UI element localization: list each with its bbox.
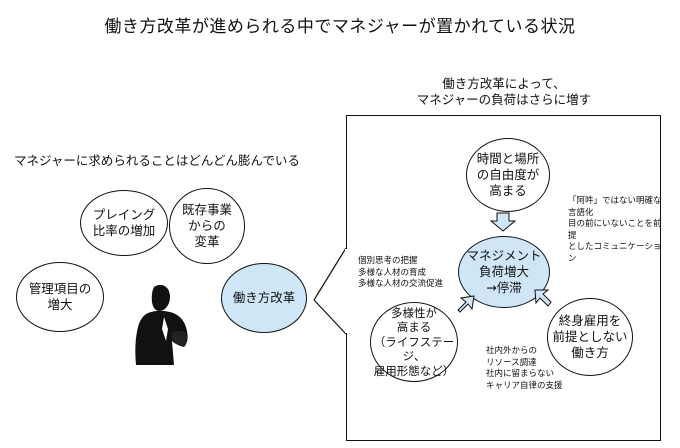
diversity-label: 多様性が 高まる （ライフステージ、 雇用形態など）: [373, 305, 455, 378]
businessman-silhouette-icon: [135, 284, 188, 365]
arrow-upright-icon: [457, 295, 475, 313]
playing-ratio-label: プレイング 比率の増加: [92, 207, 156, 238]
playing-ratio-circle: プレイング 比率の増加: [80, 190, 168, 256]
diversity-note: 個別思考の把握 多様な人材の育成 多様な人材の交流促進: [358, 256, 444, 289]
time-place-circle: 時間と場所 の自由度が 高まる: [466, 138, 550, 212]
time-place-label: 時間と場所 の自由度が 高まる: [476, 151, 540, 198]
workstyle-reform-label: 働き方改革: [232, 290, 296, 305]
page-title: 働き方改革が進められる中でマネジャーが置かれている状況: [104, 17, 576, 37]
management-items-circle: 管理項目の 増大: [16, 262, 104, 332]
management-items-label: 管理項目の 増大: [28, 281, 92, 312]
workstyle-reform-circle: 働き方改革: [221, 263, 307, 333]
management-load-label: マネジメント 負荷増大 →停滞: [466, 248, 542, 295]
existing-business-label: 既存事業 からの 変革: [181, 202, 232, 249]
lifetime-employment-note: 社内外からの リソース調達 社内に留まらない キャリア自律の支援: [486, 346, 563, 391]
existing-business-circle: 既存事業 からの 変革: [169, 188, 245, 264]
time-place-note: 「阿吽」ではない明確な 言語化 目の前にいないことを前提 としたコミュニケーショ…: [568, 196, 662, 264]
arrow-upleft-icon: [534, 289, 552, 307]
right-heading: 働き方改革によって、 マネジャーの負荷はさらに増す: [416, 76, 592, 107]
diversity-circle: 多様性が 高まる （ライフステージ、 雇用形態など）: [370, 302, 458, 382]
left-heading: マネジャーに求められることはどんどん膨んでいる: [14, 153, 300, 168]
lifetime-employment-circle: 終身雇用を 前提としない 働き方: [547, 298, 633, 376]
lifetime-employment-label: 終身雇用を 前提としない 働き方: [552, 313, 628, 360]
arrow-down-icon: [489, 212, 517, 232]
